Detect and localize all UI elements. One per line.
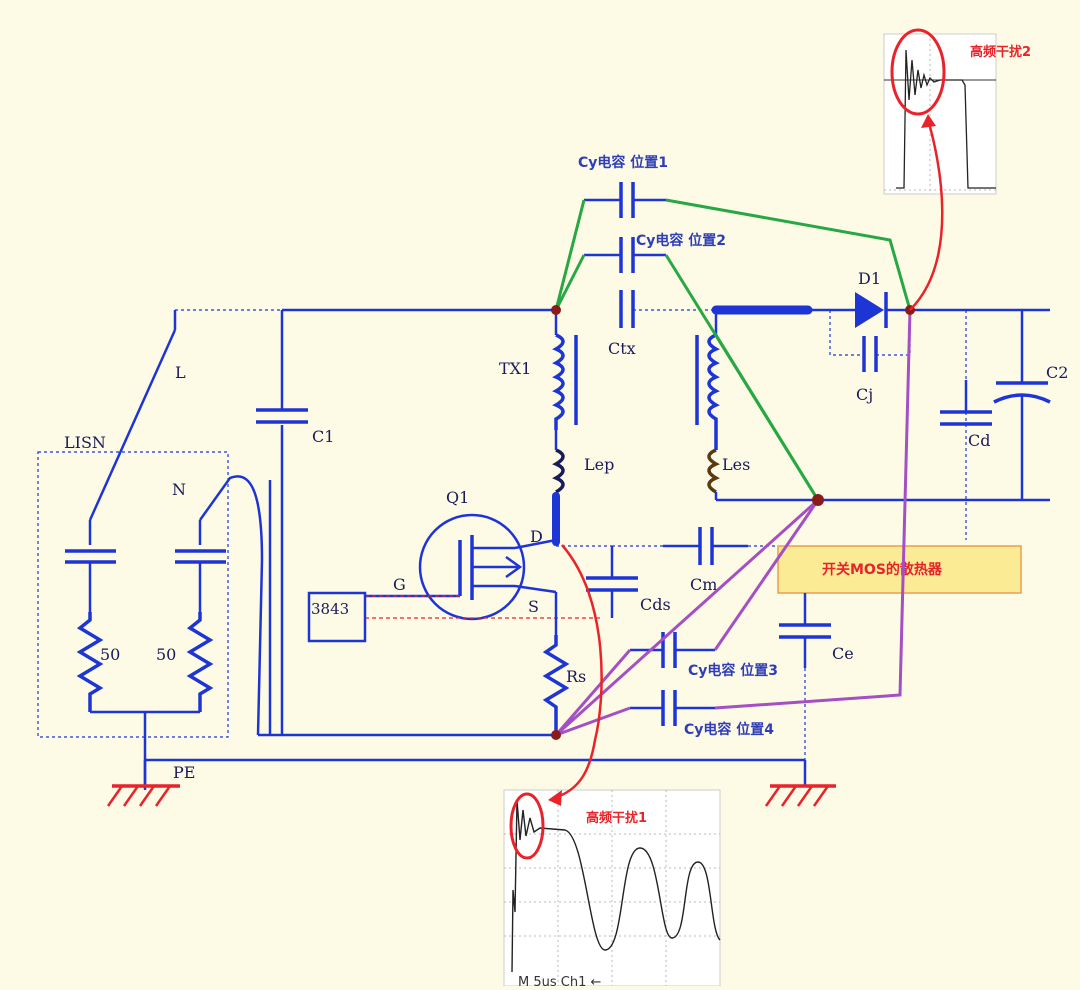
capacitor-ce	[779, 593, 831, 760]
line-l-wire	[88, 309, 282, 545]
label-tx1: TX1	[499, 359, 531, 378]
label-ce: Ce	[832, 644, 854, 663]
hf-arrowhead-2	[921, 114, 936, 128]
lisn-cap-right	[175, 549, 226, 612]
lep-inductor	[552, 448, 565, 494]
capacitor-c1	[256, 408, 308, 424]
lisn-label: LISN	[64, 433, 106, 452]
cy-label-pos2: Cy电容 位置2	[636, 232, 726, 249]
mosfet-q1-internals	[458, 535, 557, 600]
hf-arrow-2	[909, 119, 944, 311]
hf-label-1: 高频干扰1	[586, 810, 647, 826]
label-cd: Cd	[968, 431, 990, 450]
label-ctx: Ctx	[608, 339, 636, 358]
label-cds: Cds	[640, 595, 671, 614]
capacitor-cj	[829, 310, 911, 372]
label-cj: Cj	[856, 385, 873, 404]
scope-waveform-2	[883, 28, 997, 195]
label-drain: D	[530, 527, 543, 546]
controller-ic-3843	[307, 591, 367, 643]
cy-capacitor-pos3	[630, 632, 715, 668]
lisn-box	[37, 451, 229, 738]
hf-arrow-1	[553, 544, 603, 800]
resistor-rs	[542, 635, 570, 735]
cy-label-pos3: Cy电容 位置3	[688, 662, 778, 679]
label-les: Les	[722, 455, 750, 474]
capacitor-c2	[993, 310, 1051, 500]
label-q1: Q1	[446, 488, 469, 507]
lisn-resistor-left	[76, 612, 104, 712]
capacitor-ctx	[619, 290, 718, 328]
diode-d1	[855, 292, 888, 328]
label-cm: Cm	[690, 575, 717, 594]
label-rs: Rs	[566, 667, 586, 686]
ground-symbol-left	[106, 760, 180, 807]
cy-label-pos1: Cy电容 位置1	[578, 154, 668, 171]
ground-symbol-right	[764, 760, 836, 807]
hf-label-2: 高频干扰2	[970, 44, 1031, 60]
les-inductor	[707, 448, 720, 494]
line-n-wire	[198, 475, 264, 736]
node-dots	[551, 305, 915, 740]
label-source: S	[528, 597, 539, 616]
resistor-label-right: 50	[156, 645, 176, 664]
label-c1: C1	[312, 427, 334, 446]
scope-readout: M 5us Ch1 ←	[518, 975, 601, 986]
green-cy-paths	[554, 198, 912, 501]
label-gate: G	[393, 575, 406, 594]
hf-arrowhead-1	[548, 790, 562, 806]
label-l: L	[175, 363, 186, 382]
controller-ic-label: 3843	[311, 600, 349, 618]
heatsink-label: 开关MOS的散热器	[822, 561, 943, 578]
heatsink-box	[777, 545, 1022, 594]
mosfet-q1	[418, 513, 526, 621]
lisn-resistor-right	[186, 612, 214, 712]
cy-capacitor-pos1	[584, 182, 666, 218]
capacitor-cd	[940, 310, 992, 540]
purple-cy-paths	[554, 309, 912, 737]
label-c2: C2	[1046, 363, 1068, 382]
cy-label-pos4: Cy电容 位置4	[684, 721, 774, 738]
cy-capacitor-pos2	[584, 237, 666, 273]
primary-wires	[258, 308, 556, 737]
lisn-cap-left	[65, 549, 116, 612]
label-d1: D1	[858, 269, 881, 288]
cy-capacitor-pos4	[630, 690, 715, 726]
tx1-secondary-winding	[707, 333, 720, 450]
scope-waveform-1: M 5us Ch1 ←	[503, 789, 721, 990]
resistor-label-left: 50	[100, 645, 120, 664]
label-n: N	[172, 480, 186, 499]
label-pe: PE	[173, 763, 195, 782]
label-lep: Lep	[584, 455, 614, 474]
capacitor-cds	[556, 545, 638, 618]
tx1-primary-winding	[552, 333, 565, 430]
capacitor-cm	[612, 527, 778, 565]
